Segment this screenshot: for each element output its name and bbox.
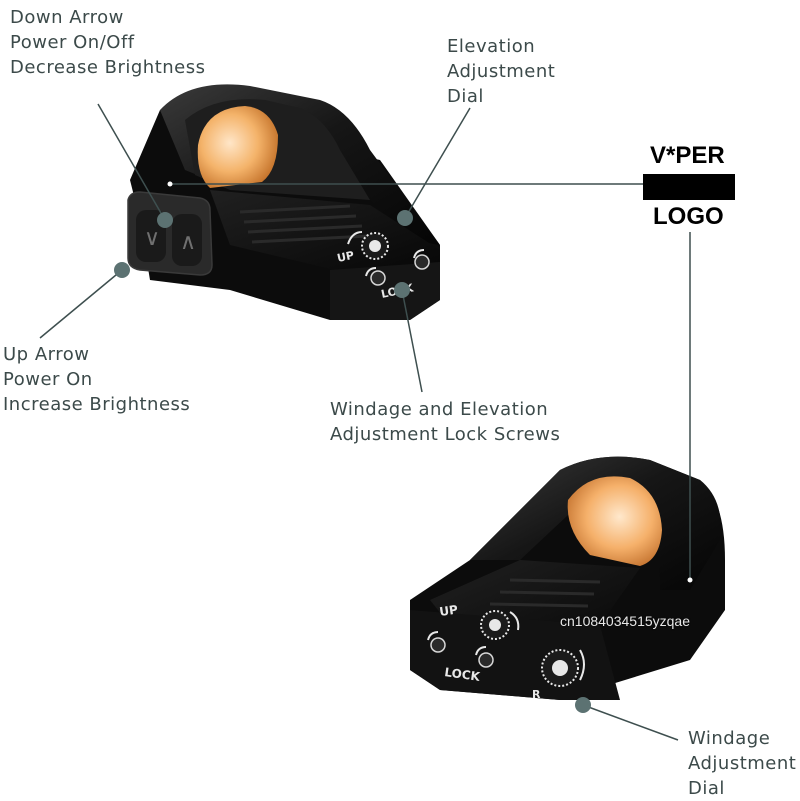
label-line: Increase Brightness	[3, 394, 191, 415]
callout-lines	[39, 103, 691, 741]
engraving-up-top: UP	[336, 249, 355, 265]
label-lock-screws: Windage and Elevation Adjustment Lock Sc…	[330, 397, 560, 447]
chevron-down-icon: ∨	[144, 226, 160, 251]
watermark: cn1084034515yzqae	[560, 613, 691, 629]
label-line: Dial	[447, 86, 484, 107]
sight-bottom: UP LOCK R	[410, 456, 725, 701]
label-line: Power On	[3, 369, 93, 390]
label-line: Adjustment	[688, 753, 797, 774]
label-line: Power On/Off	[10, 32, 135, 53]
label-line: Down Arrow	[10, 7, 124, 28]
label-line: Elevation	[447, 36, 536, 57]
logo-line-1: V*PER	[650, 142, 725, 169]
sight-top: ∨ ∧ UP LOCK	[127, 84, 440, 320]
lens-bottom	[567, 476, 662, 566]
label-down-arrow: Down Arrow Power On/Off Decrease Brightn…	[10, 5, 206, 80]
label-windage-dial: Windage Adjustment Dial	[688, 726, 796, 801]
label-line: Up Arrow	[3, 344, 90, 365]
logo-redaction-bar	[643, 174, 735, 200]
logo-line-2: LOGO	[653, 203, 724, 230]
label-line: Adjustment	[447, 61, 556, 82]
engraving-up-bottom: UP	[438, 602, 459, 618]
label-line: Windage and Elevation	[330, 399, 549, 420]
label-up-arrow: Up Arrow Power On Increase Brightness	[3, 342, 190, 417]
label-line: Adjustment Lock Screws	[330, 424, 561, 445]
lens-top	[197, 106, 278, 188]
engraving-r: R	[532, 688, 541, 701]
chevron-up-icon: ∧	[180, 230, 196, 255]
callout-dots	[114, 210, 591, 713]
label-line: Dial	[688, 778, 725, 799]
label-line: Windage	[688, 728, 771, 749]
label-elevation-dial: Elevation Adjustment Dial	[447, 34, 555, 109]
label-line: Decrease Brightness	[10, 57, 206, 78]
engraving-lock-bottom: LOCK	[444, 665, 482, 684]
